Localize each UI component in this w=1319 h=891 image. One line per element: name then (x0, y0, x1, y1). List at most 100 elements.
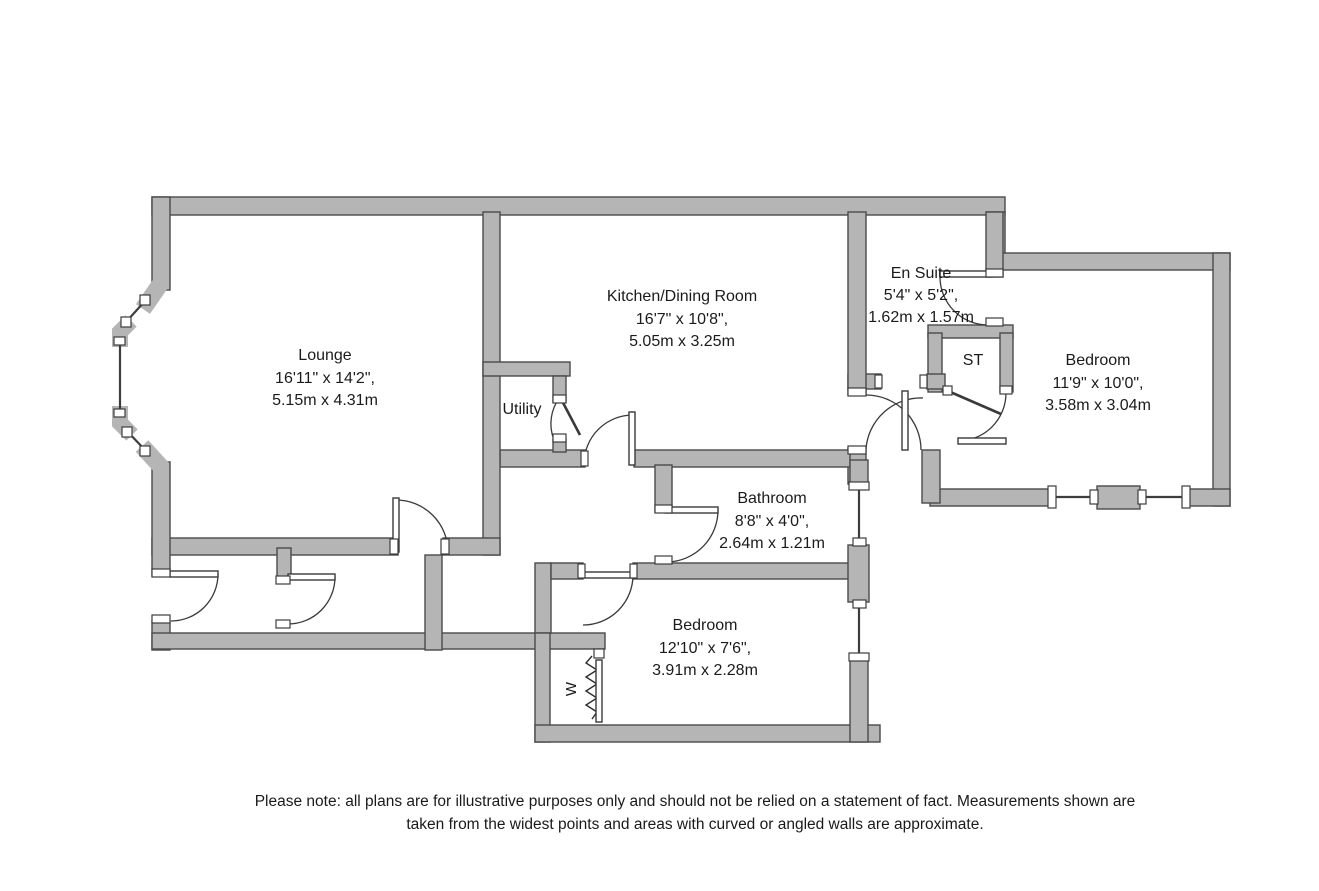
kitchen-door-leaf (628, 411, 636, 466)
bedroom1-door-leaf (957, 437, 1007, 445)
lounge-label: Lounge (298, 347, 351, 364)
doors (151, 268, 1013, 629)
door-jamb (580, 450, 589, 467)
window-jamb (1047, 485, 1057, 509)
window-jamb (113, 336, 126, 346)
bay-window (112, 278, 170, 475)
door-jamb (654, 555, 673, 565)
door-jamb (552, 433, 567, 443)
door-hinge (942, 385, 953, 396)
door-jamb (999, 385, 1013, 395)
window-jamb (1089, 489, 1099, 505)
bathroom-dims-metric: 2.64m x 1.21m (719, 535, 825, 552)
ensuite-door-arc (939, 276, 989, 326)
door-jamb (151, 568, 171, 578)
door-hinge (593, 648, 605, 659)
bathroom-label: Bathroom (737, 490, 806, 507)
bathroom-dims-imperial: 8'8" x 4'0", (735, 513, 809, 530)
wall (1212, 252, 1231, 507)
hallway-door-leaf (901, 390, 909, 451)
door-jamb (847, 387, 867, 397)
door-jamb (275, 575, 291, 585)
entrance-door-arc (170, 573, 219, 622)
wall (632, 562, 853, 580)
bedroom2-door-arc (582, 574, 634, 626)
door-jamb (552, 394, 567, 404)
ensuite-label: En Suite (891, 265, 952, 282)
utility-label: Utility (502, 401, 541, 418)
wall (985, 211, 1004, 278)
door-jamb (440, 538, 450, 555)
wall (849, 659, 869, 743)
bedroom2-door-leaf (582, 571, 634, 579)
window-jamb (121, 426, 133, 438)
door-jamb (847, 445, 867, 455)
window-jamb (848, 481, 870, 491)
door-jamb (151, 614, 171, 624)
wall (534, 724, 881, 743)
radiator (1096, 485, 1141, 510)
lounge-dims-imperial: 16'11" x 14'2", (275, 370, 375, 387)
window-jamb (120, 316, 132, 328)
bathroom-door-arc (667, 509, 719, 563)
bedroom1-dims-metric: 3.58m x 3.04m (1045, 397, 1151, 414)
lounge-door-arc (395, 499, 449, 553)
radiator (847, 544, 870, 603)
wardrobe-label: W (563, 681, 580, 696)
bedroom1-label: Bedroom (1066, 352, 1131, 369)
wall (151, 196, 1006, 216)
bathroom-door-leaf (664, 506, 719, 514)
wall (999, 332, 1014, 393)
disclaimer-line-1: Please note: all plans are for illustrat… (255, 793, 1136, 810)
wall (151, 632, 606, 650)
wall (499, 449, 586, 468)
wall (986, 252, 1231, 271)
door-jamb (577, 563, 586, 579)
hall-door-arc (287, 576, 336, 625)
door-jamb (389, 538, 399, 555)
kitchen-dims-imperial: 16'7" x 10'8", (636, 311, 728, 328)
wall (442, 537, 501, 556)
disclaimer-line-2: taken from the widest points and areas w… (406, 816, 983, 833)
hallway-door-arc (865, 397, 924, 450)
kitchen-dims-metric: 5.05m x 3.25m (629, 333, 735, 350)
window-jamb (113, 408, 126, 418)
bedroom1-door-arc (957, 392, 1007, 442)
window-jamb (852, 537, 867, 547)
wall (927, 324, 1014, 339)
wall (849, 459, 869, 485)
door-jamb (275, 619, 291, 629)
window-jamb (1137, 489, 1147, 505)
storage-label: ST (963, 352, 984, 369)
wall (1185, 488, 1231, 507)
wall (151, 537, 399, 556)
wall (847, 211, 867, 396)
kitchen-label: Kitchen/Dining Room (607, 288, 757, 305)
bedroom2-label: Bedroom (673, 617, 738, 634)
door-jamb (919, 374, 928, 389)
window-jamb (848, 652, 870, 662)
bedroom2-dims-imperial: 12'10" x 7'6", (659, 640, 751, 657)
wardrobe-door (595, 659, 603, 723)
hall-door-leaf (287, 573, 336, 581)
wall (424, 554, 443, 651)
windows (848, 481, 1191, 662)
wall (534, 562, 552, 634)
bedroom2-dims-metric: 3.91m x 2.28m (652, 662, 758, 679)
lounge-dims-metric: 5.15m x 4.31m (272, 392, 378, 409)
wall (482, 211, 501, 556)
wall (151, 461, 171, 577)
walls (151, 196, 1231, 743)
wardrobe-fittings (584, 648, 605, 723)
wardrobe-rail (584, 655, 599, 720)
door-jamb (629, 563, 638, 579)
window-jamb (852, 599, 867, 609)
door-jamb (985, 268, 1004, 278)
bedroom1-dims-imperial: 11'9" x 10'0", (1052, 375, 1143, 392)
wall (482, 361, 571, 377)
storage-door-leaf (947, 389, 1002, 416)
door-jamb (654, 504, 673, 514)
ensuite-dims-imperial: 5'4" x 5'2", (884, 287, 958, 304)
window-jamb (1181, 485, 1191, 509)
